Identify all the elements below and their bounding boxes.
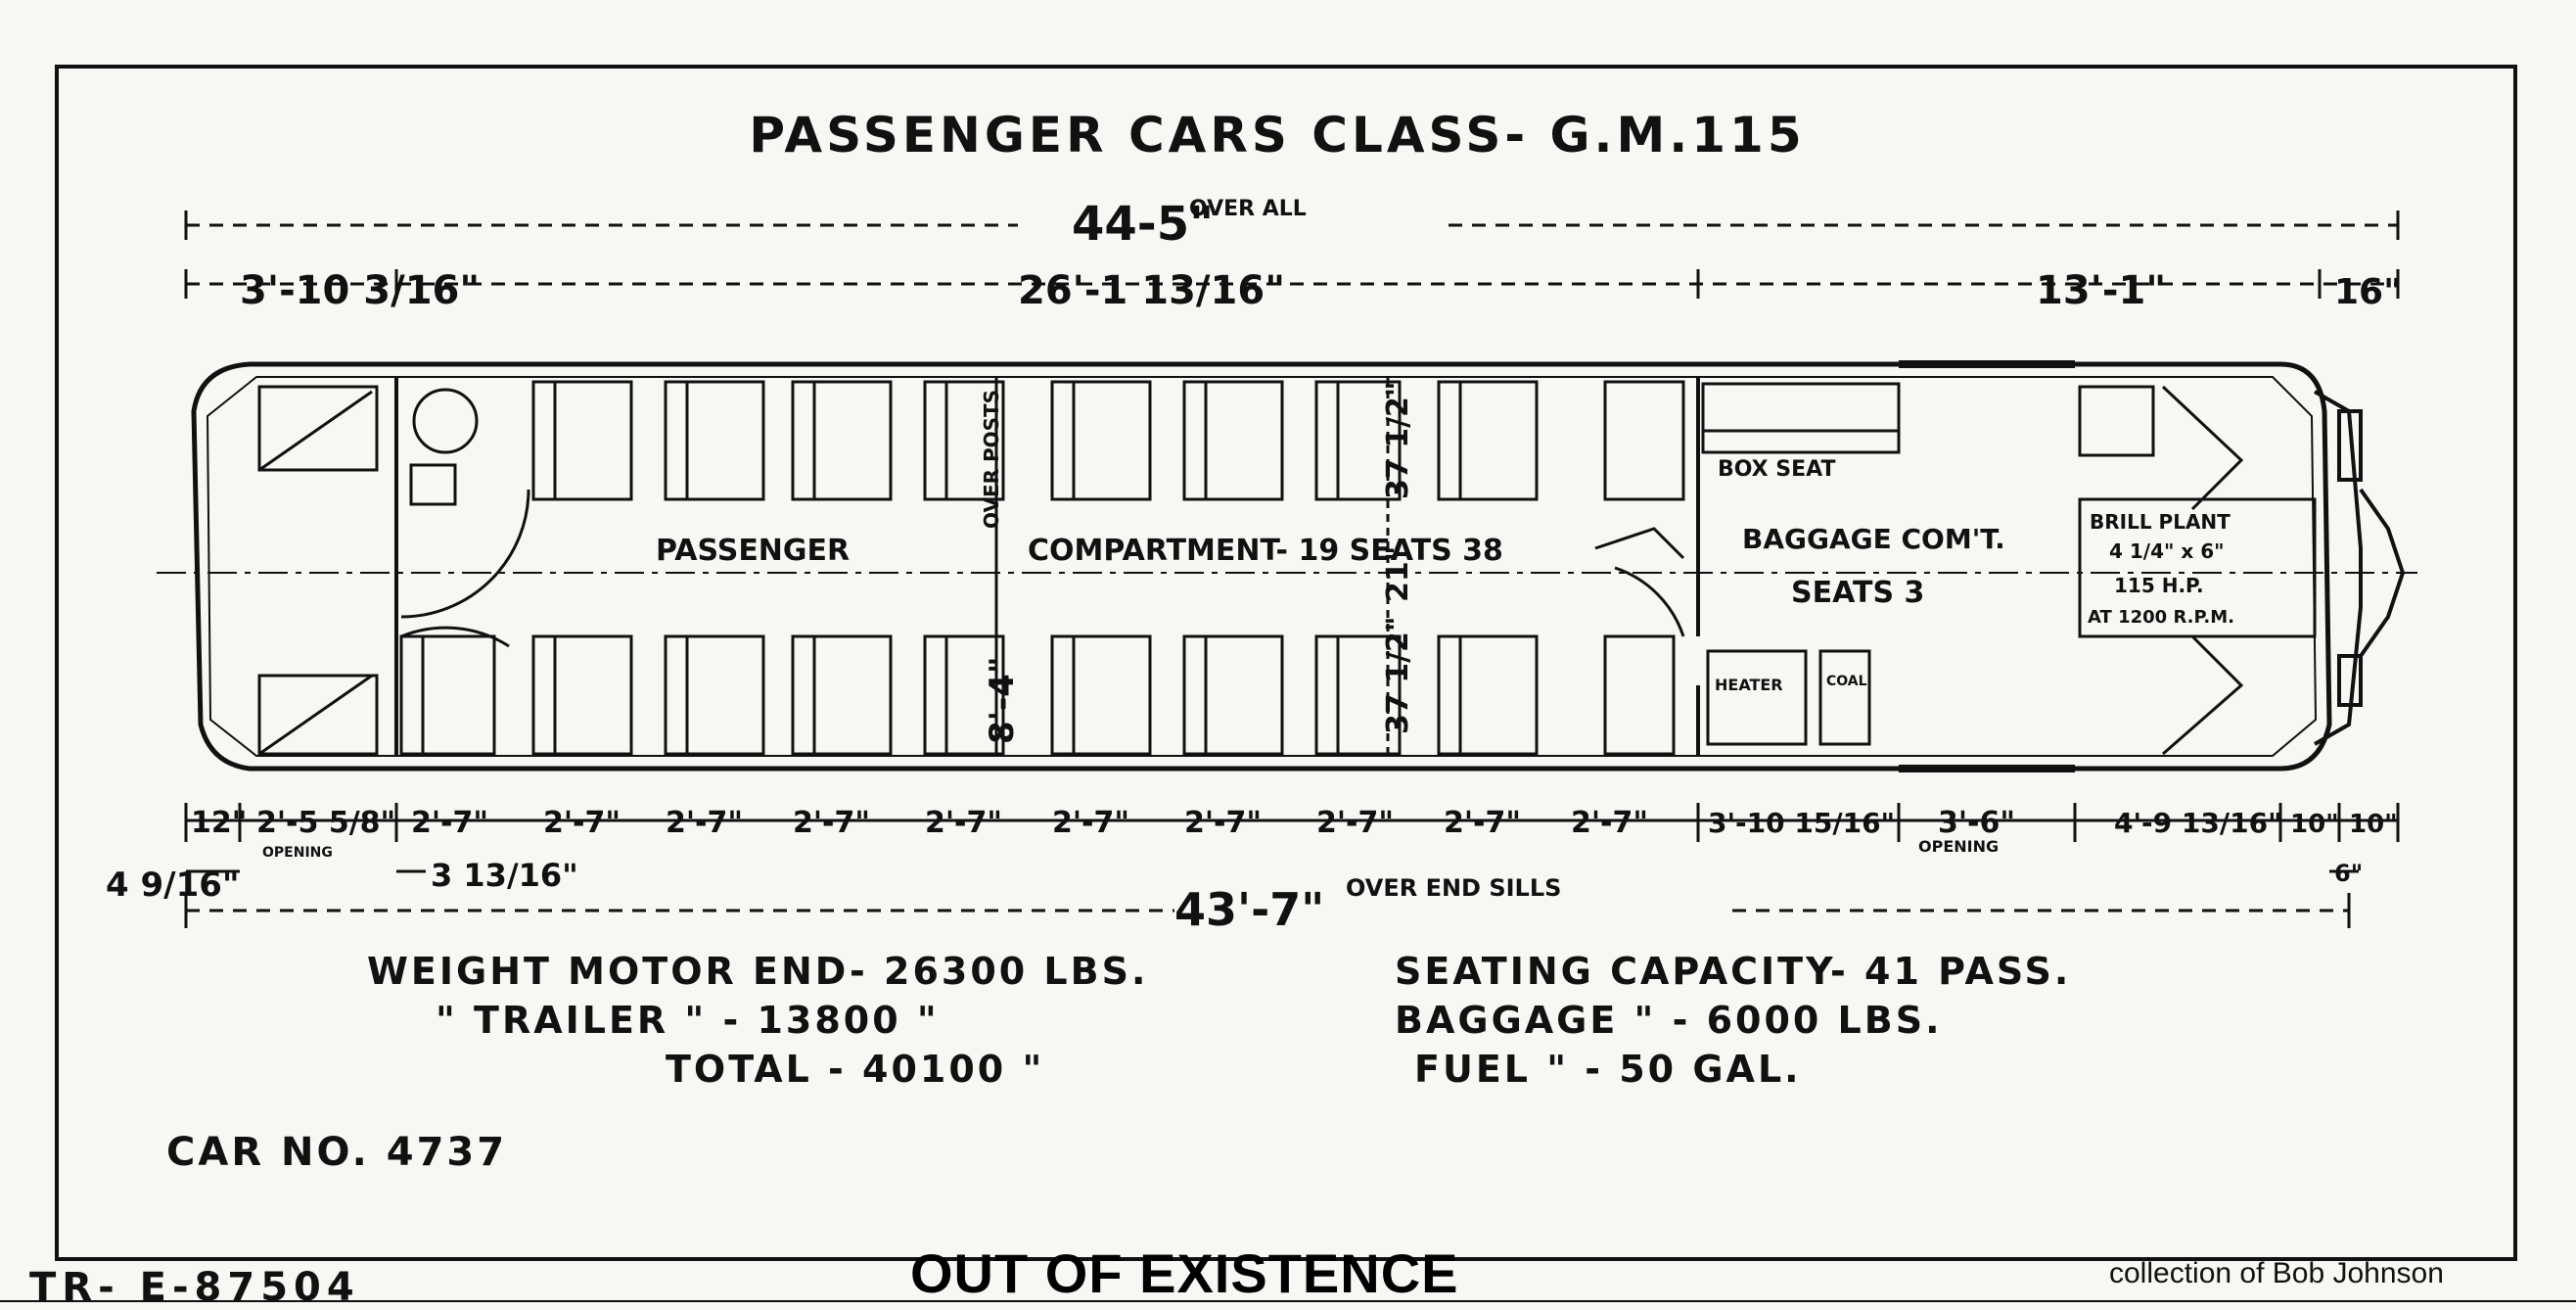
bottom-segment-3: 2'-7"	[411, 806, 488, 840]
room-label-baggage: BAGGAGE COM'T.	[1742, 523, 2005, 555]
top-segment-2: 26'-1 13/16"	[1018, 268, 1285, 313]
drawing-border	[55, 65, 2517, 1261]
front-end-equipment	[2314, 390, 2406, 746]
rear-vestibules	[257, 385, 530, 756]
spec-seating: SEATING CAPACITY- 41 PASS.	[1395, 950, 2071, 993]
width-inside-label: 8'-4"	[983, 656, 1022, 744]
bottom-segment-9: 2'-7"	[1184, 806, 1262, 840]
end-sills-dimension	[184, 893, 2351, 928]
left-offset-label: 4 9/16"	[106, 866, 240, 905]
engine-label-line-1: BRILL PLANT	[2090, 510, 2231, 534]
bottom-segment-10: 2'-7"	[1316, 806, 1394, 840]
bottom-segment-17: 10"	[2349, 810, 2398, 839]
top-segment-4: 16"	[2334, 272, 2402, 312]
drawing-title: PASSENGER CARS CLASS- G.M.115	[749, 107, 1805, 164]
room-label-compartment: COMPARTMENT- 19 SEATS 38	[1028, 534, 1503, 568]
bottom-segment-7: 2'-7"	[925, 806, 1002, 840]
equipment-label-heater: HEATER	[1715, 676, 1783, 694]
seats-upper-row	[531, 380, 1685, 501]
bottom-segment-1: 12"	[191, 806, 247, 840]
bottom-segment-14: 3'-6"	[1938, 806, 2015, 840]
bottom-segment-15: 4'-9 13/16"	[2114, 807, 2282, 839]
car-body	[157, 361, 2417, 772]
bottom-segment-6: 2'-7"	[793, 806, 870, 840]
spec-weight-trailer: " TRAILER " - 13800 "	[436, 999, 940, 1042]
spec-baggage: BAGGAGE " - 6000 LBS.	[1395, 999, 1943, 1042]
room-label-baggage-seats: SEATS 3	[1791, 576, 1924, 610]
seats-lower-row	[399, 527, 1685, 756]
end-sills-label: 43'-7"	[1174, 883, 1324, 936]
top-segment-dimensions	[184, 269, 2400, 299]
bottom-segment-5: 2'-7"	[666, 806, 743, 840]
baggage-opening-label: OPENING	[1918, 837, 1999, 856]
bottom-segment-12: 2'-7"	[1571, 806, 1648, 840]
equipment-label-coal: COAL	[1826, 674, 1867, 689]
bottom-segment-11: 2'-7"	[1444, 806, 1521, 840]
overall-dimension-label: 44-5"	[1072, 197, 1214, 252]
baggage-equipment	[1701, 360, 2317, 772]
engine-label-line-4: AT 1200 R.P.M.	[2088, 607, 2234, 628]
bottom-segment-2: 2'-5 5/8"	[256, 806, 395, 840]
spec-weight-total: TOTAL - 40100 "	[666, 1048, 1044, 1091]
seat-upper-label: 37 1/2"	[1381, 381, 1415, 499]
bottom-segment-dimensions	[184, 803, 2400, 842]
rear-opening-label: OPENING	[262, 845, 333, 861]
engine-label-line-2: 4 1/4" x 6"	[2109, 539, 2225, 563]
bottom-segment-4: 2'-7"	[543, 806, 621, 840]
top-segment-3: 13'-1"	[2036, 268, 2166, 313]
bottom-segment-13: 3'-10 15/16"	[1708, 807, 1895, 839]
top-segment-1: 3'-10 3/16"	[240, 268, 480, 313]
width-note-label: OVER POSTS	[980, 390, 1003, 529]
overall-dimension-note: OVER ALL	[1189, 197, 1307, 221]
seat-lower-label: 37 1/2"	[1381, 616, 1415, 734]
engine-label-line-3: 115 H.P.	[2114, 574, 2204, 597]
end-small-label: 6"	[2334, 860, 2363, 887]
bottom-segment-16: 10"	[2290, 810, 2339, 839]
drawing-code: TR- E-87504	[29, 1265, 360, 1310]
spec-weight-motor: WEIGHT MOTOR END- 26300 LBS.	[367, 950, 1148, 993]
spec-fuel: FUEL " - 50 GAL.	[1414, 1048, 1802, 1091]
collection-credit: collection of Bob Johnson	[2109, 1257, 2444, 1289]
out-of-existence-stamp: OUT OF EXISTENCE	[910, 1242, 1459, 1304]
room-label-box-seat: BOX SEAT	[1718, 457, 1836, 482]
car-number: CAR NO. 4737	[166, 1130, 507, 1175]
overall-dimension	[184, 211, 2400, 240]
bottom-segment-8: 2'-7"	[1052, 806, 1129, 840]
room-label-passenger: PASSENGER	[656, 534, 850, 568]
aisle-label: 21"	[1381, 546, 1415, 602]
door-offset-label: 3 13/16"	[431, 857, 578, 894]
end-sills-note: OVER END SILLS	[1346, 874, 1561, 902]
vertical-dimensions	[994, 377, 1390, 756]
